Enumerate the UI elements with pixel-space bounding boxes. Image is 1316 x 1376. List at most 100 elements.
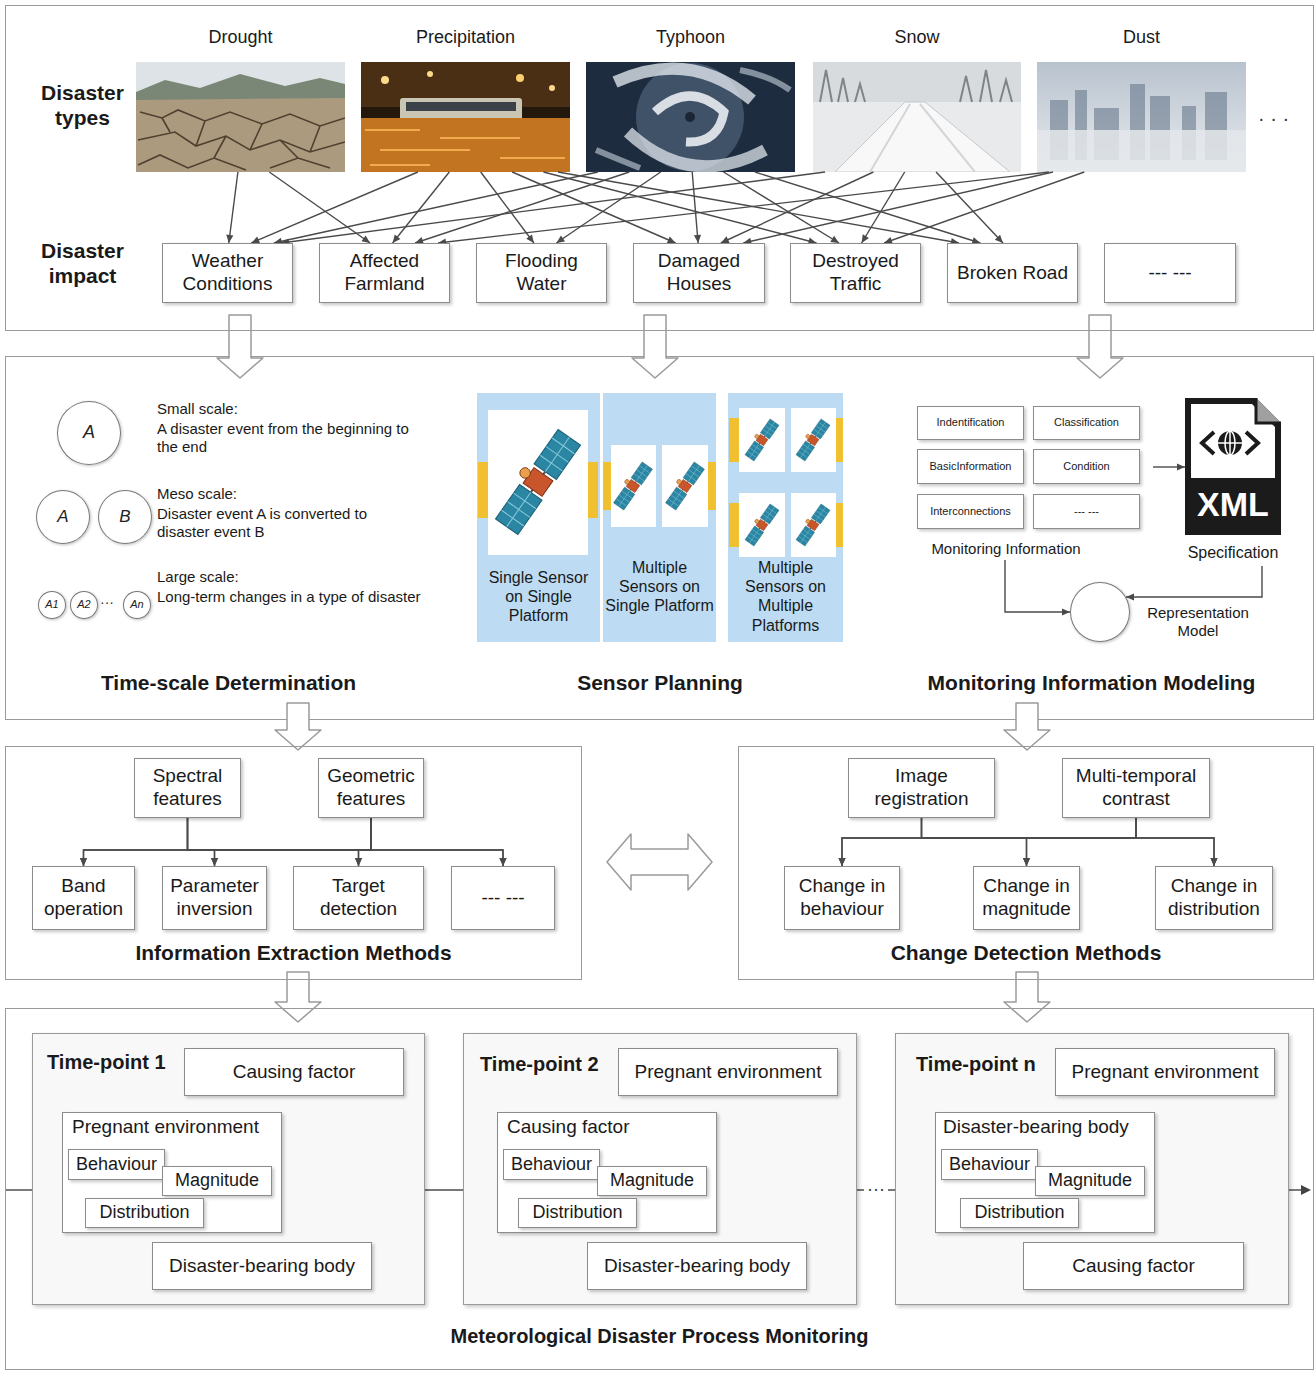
connector-line: [425, 1189, 463, 1190]
node-text: Small scale:: [157, 400, 422, 418]
factor-group: Pregnant environmentBehaviourMagnitudeDi…: [62, 1112, 282, 1233]
connector: [1126, 566, 1262, 601]
connector: [692, 172, 701, 243]
connector-line: [215, 818, 372, 866]
connector: [425, 1190, 463, 1191]
node-text: Magnitude: [175, 1170, 259, 1192]
connector: [1005, 560, 1070, 616]
ellipsis-label: · · ·: [1258, 106, 1289, 130]
method-box: Change in magnitude: [973, 866, 1080, 930]
node-text: Disaster impact: [20, 238, 145, 288]
arrowhead: [995, 235, 1003, 243]
scale-circle: A: [57, 401, 121, 465]
flow-arrow: [1004, 972, 1050, 1022]
connector-line: [188, 818, 359, 866]
node-text: Condition: [1063, 460, 1109, 473]
node-text: Multiple Sensors on Single Platform: [605, 558, 714, 616]
node-text: Behaviour: [76, 1154, 157, 1176]
node-text: Affected Farmland: [324, 250, 445, 296]
field-box: Indentification: [917, 406, 1024, 440]
section-panel: Information Extraction MethodsSpectral f…: [5, 746, 582, 980]
method-panel: Monitoring Information ModelingMonitorin…: [895, 381, 1288, 701]
connector: [922, 818, 1218, 866]
connector-line: [512, 172, 675, 243]
node-text: Flooding Water: [481, 250, 602, 296]
impact-box: --- ---: [1104, 243, 1236, 303]
node-text: Behaviour: [511, 1154, 592, 1176]
connector: [275, 972, 321, 1022]
node-text: Distribution: [99, 1202, 189, 1224]
model-circle: Representation Model: [1070, 582, 1130, 642]
node-text: --- ---: [1074, 505, 1099, 518]
node-text: Interconnections: [930, 505, 1011, 518]
node-text: Change Detection Methods: [738, 940, 1314, 965]
field-box: --- ---: [1033, 494, 1140, 529]
node-text: Classification: [1054, 416, 1119, 429]
node-text: An: [130, 598, 143, 611]
method-panel: Sensor PlanningSingle Sensor on Single P…: [463, 381, 857, 701]
node-text: Causing factor: [1072, 1255, 1195, 1278]
connector-line: [438, 172, 1049, 243]
flow-arrow: [632, 315, 678, 378]
attribute-box: Behaviour: [68, 1149, 165, 1180]
section-panel: Change Detection MethodsImage registrati…: [738, 746, 1314, 980]
connector: [188, 818, 507, 866]
node-text: A1: [45, 598, 58, 611]
node-text: Disaster event A is converted to disaste…: [157, 505, 422, 541]
connector: [1136, 818, 1218, 866]
method-box: Target detection: [293, 866, 424, 930]
sensor-column: Multiple Sensors on Single Platform: [603, 393, 716, 642]
arrowhead: [838, 858, 845, 866]
connector: [607, 834, 712, 890]
section-panel: Disaster typesDisaster impact Drought Prec…: [5, 5, 1314, 331]
connector-line: [229, 172, 238, 243]
section-panel: Meteorological Disaster Process Monitori…: [5, 1008, 1314, 1370]
connector: [1023, 818, 1136, 866]
connector: [936, 172, 1003, 243]
node-text: Distribution: [532, 1202, 622, 1224]
sensor-column: Single Sensor on Single Platform: [477, 393, 600, 642]
node-text: Specification: [1165, 543, 1301, 562]
node-text: Magnitude: [1048, 1170, 1132, 1192]
connector: [371, 818, 507, 866]
node-text: A disaster event from the beginning to t…: [157, 420, 422, 456]
node-text: XML: [1185, 484, 1281, 525]
node-text: --- ---: [481, 887, 524, 910]
node-text: BasicInformation: [930, 460, 1012, 473]
connector: [80, 818, 188, 866]
arrowhead: [830, 236, 839, 243]
connector: [251, 172, 418, 243]
arrowhead: [80, 858, 87, 866]
method-box: Pregnant environment: [618, 1048, 838, 1096]
connector-line: [556, 172, 660, 243]
node-text: Precipitation: [361, 27, 570, 49]
connector: [438, 172, 1049, 246]
node-text: Magnitude: [610, 1170, 694, 1192]
field-box: Interconnections: [917, 494, 1024, 529]
connector: [838, 818, 1136, 866]
node-text: A: [57, 507, 68, 527]
node-text: Drought: [136, 27, 345, 49]
node-text: Time-scale Determination: [32, 670, 425, 695]
connector-line: [842, 818, 1136, 866]
attribute-box: Distribution: [518, 1198, 637, 1228]
node-text: A: [83, 422, 95, 444]
arrowhead: [556, 236, 565, 243]
arrowhead: [1023, 858, 1030, 866]
node-text: Monitoring Information Modeling: [895, 670, 1288, 695]
scale-circle: A2: [70, 591, 98, 619]
arrowhead: [838, 858, 845, 866]
node-text: Disaster types: [20, 80, 145, 130]
arrowhead: [1210, 858, 1217, 866]
method-box: Band operation: [32, 866, 135, 930]
node-text: Large scale:: [157, 568, 422, 586]
scale-circle: B: [98, 490, 152, 544]
field-box: Condition: [1033, 449, 1140, 484]
node-text: Damaged Houses: [638, 250, 760, 296]
connector-line: [922, 818, 1215, 866]
node-text: Meteorological Disaster Process Monitori…: [5, 1324, 1314, 1348]
method-box: Causing factor: [184, 1048, 404, 1096]
node-text: A2: [77, 598, 90, 611]
attribute-box: Behaviour: [941, 1149, 1038, 1180]
